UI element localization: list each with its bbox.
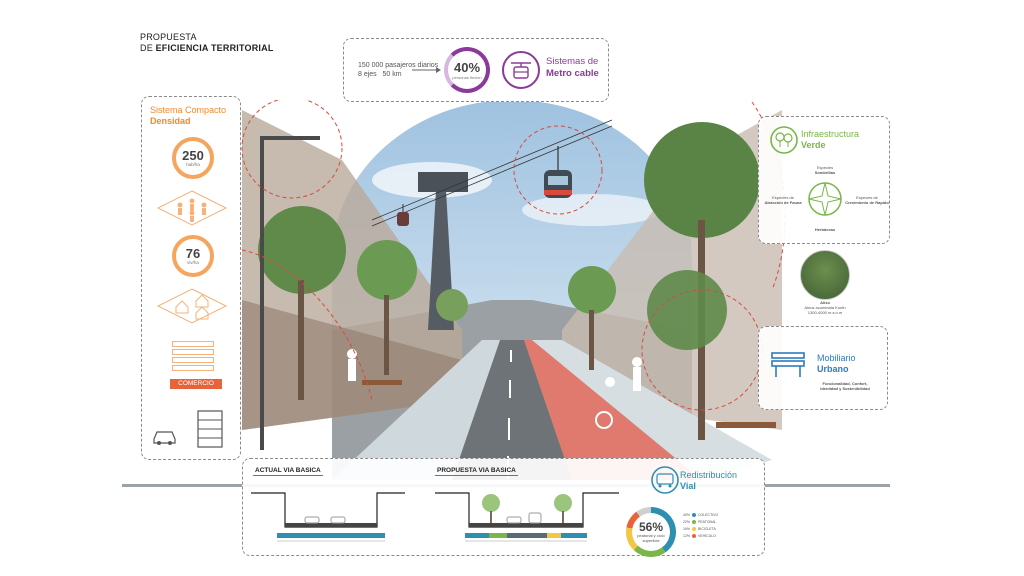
metro-details: 8 ejes 50 km — [358, 71, 402, 78]
density-ring-2: 76 viv/ha — [172, 235, 214, 277]
vial-percent: 56% — [638, 520, 664, 534]
tree-note: Aliso Alnus acuminata Kunth 1300-4000 m.… — [790, 300, 860, 315]
vial-legend: 40%COLECTIVO 22%PEATONAL 16%BICICLETA 12… — [683, 512, 718, 540]
metro-passengers: 150 000 pasajeros diarios — [358, 62, 439, 69]
mobil-title-line1: Mobiliario — [817, 353, 856, 363]
actual-section-title: ACTUAL VIA BASICA — [253, 467, 323, 476]
density-ring-1: 250 hab/ha — [172, 137, 214, 179]
urban-furniture-panel: Mobiliario Urbano Funcionalidad, Confort… — [758, 326, 888, 410]
compact-title-line1: Sistema Compacto — [150, 105, 227, 115]
metro-cable-panel: 150 000 pasajeros diarios 8 ejes 50 km 4… — [343, 38, 609, 102]
legend-item: 16%BICICLETA — [683, 527, 716, 532]
proposed-section-diagram — [435, 492, 619, 542]
houses-icon — [156, 288, 228, 324]
metro-label: Sistemas de Metro cable — [546, 56, 599, 80]
bus-icon — [651, 466, 679, 494]
tree-note-desc-b: 1300-4000 m.s.n.m — [807, 310, 843, 315]
street-scene-illustration — [241, 100, 786, 480]
density-value-2: 76 — [185, 246, 201, 261]
infra-bottom-label: Herbáceas — [814, 227, 836, 232]
vial-sub: peatonal y ciclo superficie — [637, 533, 665, 543]
mobil-title-line2: Urbano — [817, 364, 849, 374]
page-title: PROPUESTA DE EFICIENCIA TERRITORIAL — [140, 32, 274, 54]
vial-percent-ring: 56% peatonal y ciclo superficie — [626, 507, 676, 557]
species-compass-icon — [808, 182, 842, 216]
car-icon — [153, 431, 176, 445]
compact-title: Sistema Compacto Densidad — [150, 105, 226, 127]
trees-icon — [770, 126, 798, 154]
infra-title-line1: Infraestructura — [801, 129, 860, 139]
legend-item: 12%VEHÍCULO — [683, 534, 716, 539]
metro-percent-sub: personas flexión — [452, 74, 482, 80]
metro-percent-ring: 40% personas flexión — [444, 47, 490, 93]
compact-density-panel: Sistema Compacto Densidad 250 hab/ha 76 … — [141, 96, 241, 460]
density-unit-1: hab/ha — [186, 162, 200, 167]
density-unit-2: viv/ha — [187, 260, 199, 265]
tree-note-title: Aliso — [820, 300, 830, 305]
tree-photo — [800, 250, 850, 300]
density-value-1: 250 — [182, 148, 204, 163]
road-section-panel: ACTUAL VIA BASICA PROPUESTA VIA BASICA — [242, 458, 765, 556]
compact-title-line2: Densidad — [150, 116, 191, 126]
comercio-label: COMERCIO — [170, 379, 222, 389]
comercio-floors-icon — [172, 341, 214, 373]
vial-title-line1: Redistribución — [680, 470, 738, 480]
legend-item: 22%PEATONAL — [683, 520, 717, 525]
metro-label-line2: Metro cable — [546, 68, 599, 79]
infra-title: Infraestructura Verde — [801, 129, 859, 151]
cable-car-icon — [502, 51, 540, 89]
vial-title-line2: Vial — [680, 481, 696, 491]
mobil-title: Mobiliario Urbano — [817, 353, 856, 375]
metro-percent: 40% — [453, 59, 481, 75]
proposed-section-title: PROPUESTA VIA BASICA — [435, 467, 518, 476]
building-icon — [197, 410, 223, 448]
actual-section-diagram — [251, 492, 405, 542]
legend-item: 40%COLECTIVO — [683, 513, 719, 518]
arrow-icon — [412, 67, 441, 73]
title-line1: PROPUESTA — [140, 32, 197, 42]
vial-title: Redistribución Vial — [680, 470, 737, 492]
people-icon — [156, 190, 228, 226]
infra-title-line2: Verde — [801, 140, 826, 150]
metro-stats: 150 000 pasajeros diarios 8 ejes 50 km — [358, 61, 438, 79]
mobil-desc: Funcionalidad, Confort,Identidad y Soste… — [820, 381, 870, 391]
bench-icon — [771, 352, 805, 377]
metro-label-line1: Sistemas de — [546, 56, 599, 67]
tree-note-desc-a: Alnus acuminata Kunth — [804, 305, 846, 310]
title-line2: DE EFICIENCIA TERRITORIAL — [140, 43, 274, 53]
